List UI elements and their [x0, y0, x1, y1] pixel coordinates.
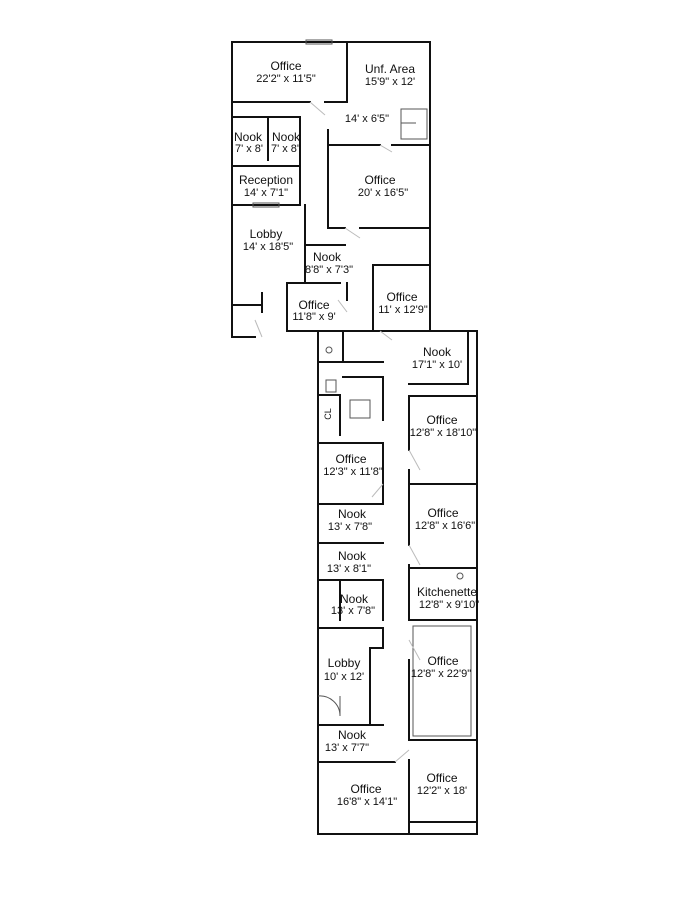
room-label: Office [335, 452, 366, 466]
room-nook-4: Nook 17'1" x 10' [412, 345, 462, 371]
room-office-2: Office 20' x 16'5" [358, 173, 408, 199]
room-office-4: Office 11' x 12'9" [378, 290, 428, 316]
room-dims: 14' x 7'1" [244, 187, 288, 199]
room-office-8: Office 12'8" x 22'9" [411, 654, 471, 680]
room-dims: 16'8" x 14'1" [337, 796, 397, 808]
room-nook-5: Nook 13' x 7'8" [328, 507, 372, 533]
room-dims: 22'2" x 11'5" [256, 73, 316, 85]
room-label: Office [298, 298, 329, 312]
room-label: Nook [313, 250, 342, 264]
room-label: Reception [239, 173, 293, 187]
room-office-5: Office 12'8" x 18'10" [410, 413, 477, 439]
room-label: Office [350, 782, 381, 796]
room-office-7: Office 12'8" x 16'6" [415, 506, 475, 532]
room-label: Nook [272, 130, 301, 144]
room-kitchenette: Kitchenette 12'8" x 9'10" [417, 585, 479, 611]
door-marks [254, 101, 421, 763]
room-dims: 13' x 7'8" [331, 605, 375, 617]
room-dims: 12'2" x 18' [417, 785, 467, 797]
room-dims: 12'8" x 9'10" [419, 599, 479, 611]
room-label: Kitchenette [417, 585, 477, 599]
room-unf-area: Unf. Area 15'9" x 12' [365, 62, 415, 88]
room-lobby-2: Lobby 10' x 12' [324, 656, 364, 683]
room-office-3: Office 11'8" x 9' [292, 298, 335, 323]
room-dims: 15'9" x 12' [365, 76, 415, 88]
room-dims: 13' x 7'7" [325, 742, 369, 754]
room-dims: 12'8" x 16'6" [415, 520, 475, 532]
room-reception: Reception 14' x 7'1" [239, 173, 293, 199]
room-label: Lobby [250, 227, 283, 241]
room-dims: 12'3" x 11'8" [323, 466, 383, 478]
room-label: Nook [338, 549, 367, 563]
room-nook-1: Nook 7' x 8' [234, 130, 263, 155]
room-nook-6: Nook 13' x 8'1" [327, 549, 371, 575]
room-office-6: Office 12'3" x 11'8" [323, 452, 383, 478]
room-dims: 12'8" x 18'10" [410, 427, 477, 439]
room-dims: 11'8" x 9' [292, 311, 335, 323]
room-dims: 7' x 8' [235, 143, 263, 155]
room-dims: 8'8" x 7'3" [305, 264, 353, 276]
room-label: Office [270, 59, 301, 73]
closet-marker: CL [323, 408, 333, 420]
room-label: Office [386, 290, 417, 304]
room-nook-3: Nook 8'8" x 7'3" [305, 250, 353, 276]
room-office-10: Office 12'2" x 18' [417, 771, 467, 797]
room-label: Office [364, 173, 395, 187]
room-dims: 11' x 12'9" [378, 304, 428, 316]
room-label: Office [426, 771, 457, 785]
room-hall-14x6: 14' x 6'5" [345, 113, 389, 125]
closet-label: CL [323, 408, 333, 420]
room-lobby-1: Lobby 14' x 18'5" [243, 227, 293, 253]
room-label: Unf. Area [365, 62, 415, 76]
room-office-9: Office 16'8" x 14'1" [337, 782, 397, 808]
room-dims: 13' x 8'1" [327, 563, 371, 575]
room-dims: 7' x 8' [271, 143, 299, 155]
room-nook-2: Nook 7' x 8' [271, 130, 301, 155]
room-label: Nook [423, 345, 452, 359]
room-office-1: Office 22'2" x 11'5" [256, 59, 316, 85]
room-label: Office [426, 413, 457, 427]
room-nook-7: Nook 13' x 7'8" [331, 592, 375, 617]
room-label: Nook [338, 728, 367, 742]
room-dims: 14' x 18'5" [243, 241, 293, 253]
room-label: Nook [340, 592, 369, 606]
room-dims: 17'1" x 10' [412, 359, 462, 371]
room-dims: 12'8" x 22'9" [411, 668, 471, 680]
room-dims: 13' x 7'8" [328, 521, 372, 533]
room-label: Nook [234, 130, 263, 144]
room-label: Office [427, 654, 458, 668]
room-dims: 10' x 12' [324, 671, 364, 683]
room-nook-8: Nook 13' x 7'7" [325, 728, 369, 754]
room-dims: 20' x 16'5" [358, 187, 408, 199]
room-label: Office [427, 506, 458, 520]
lower-building-walls [317, 330, 478, 835]
room-dims: 14' x 6'5" [345, 113, 389, 125]
room-label: Lobby [328, 656, 361, 670]
upper-building-walls [231, 39, 431, 338]
room-label: Nook [338, 507, 367, 521]
